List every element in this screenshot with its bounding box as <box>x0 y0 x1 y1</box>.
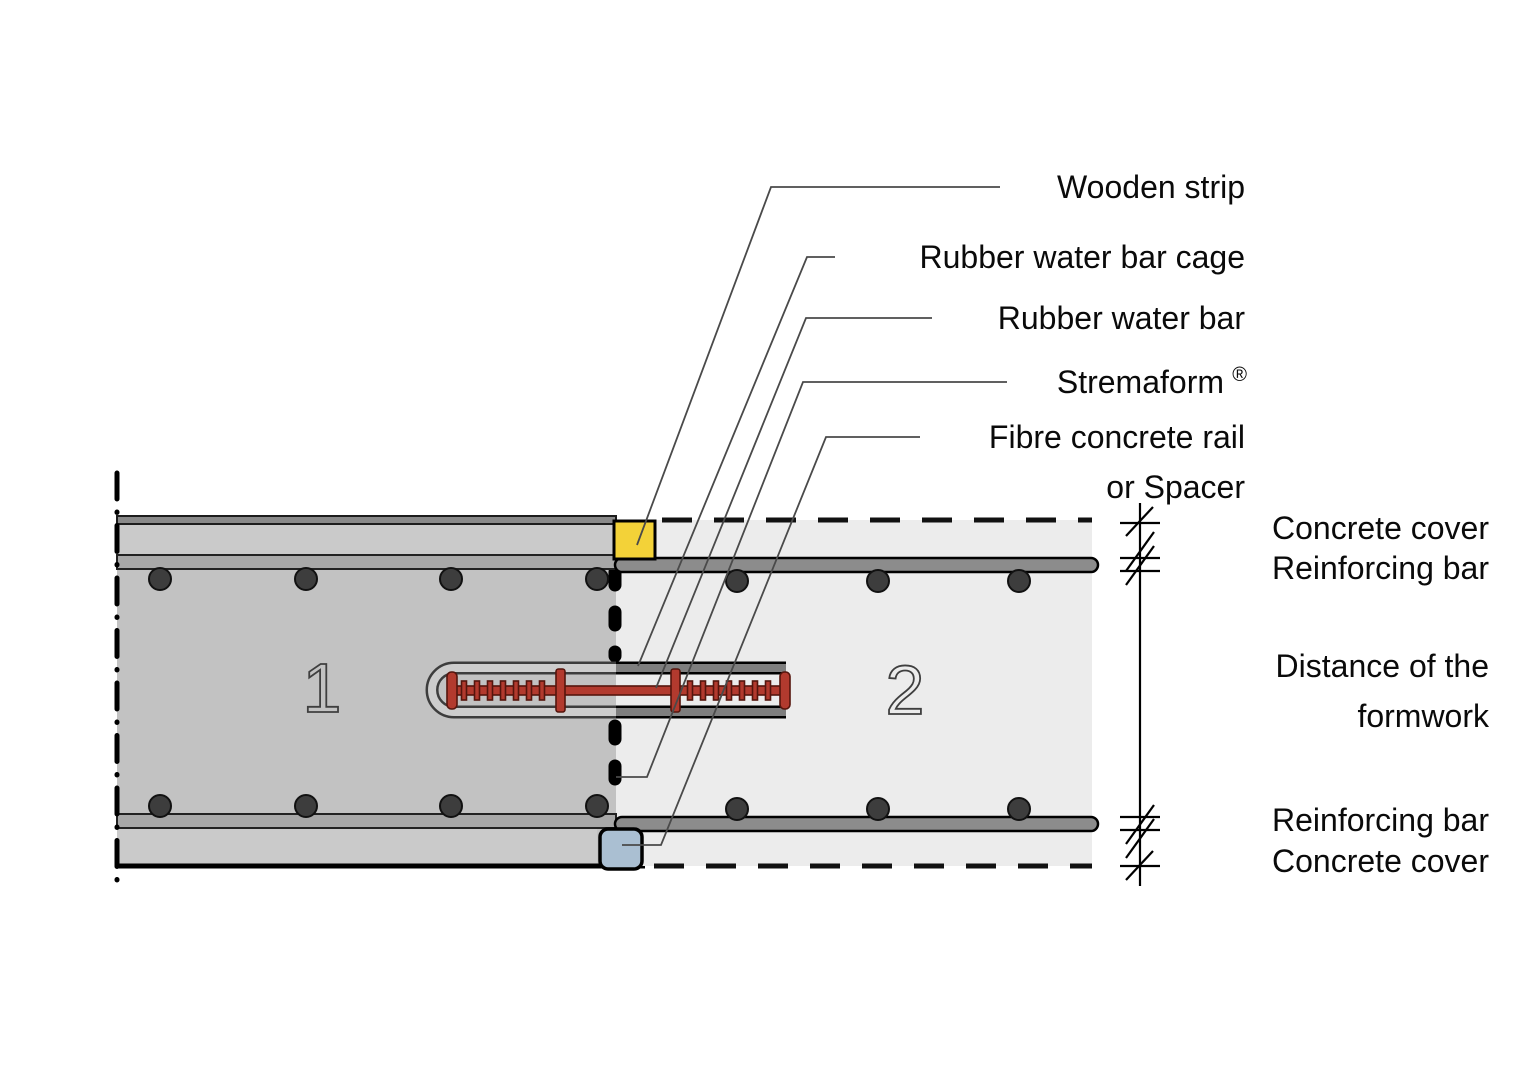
rebar-dot <box>585 794 609 818</box>
rebar-dot <box>148 794 172 818</box>
label-formwork: formwork <box>1357 698 1490 734</box>
rebar-dot <box>1007 569 1031 593</box>
cage-tube-left <box>428 664 786 716</box>
slab-1-top-cap <box>116 515 617 525</box>
label-wooden-strip: Wooden strip <box>1057 169 1245 205</box>
slab-1-top-cover <box>117 524 616 555</box>
rebar-dot <box>439 794 463 818</box>
top-rebar-right <box>613 556 1100 574</box>
label-stremaform: Stremaform <box>1057 364 1224 400</box>
water-bar-ribs <box>460 680 772 701</box>
rebar-cross-section-dots <box>148 567 1031 821</box>
bottom-rebar-right <box>613 815 1100 833</box>
tick-top-cover-slash <box>1125 506 1154 537</box>
water-bar-end-bulb <box>779 671 791 710</box>
water-bar-mid-rib <box>555 668 566 713</box>
rebar-dot <box>1007 797 1031 821</box>
section-number-2: 2 <box>886 651 925 729</box>
label-or-spacer: or Spacer <box>1106 469 1245 505</box>
section-number-1: 1 <box>303 649 342 727</box>
slab-1-bottom-cover <box>117 829 597 865</box>
rebar-dot <box>148 567 172 591</box>
label-rubber-water-bar: Rubber water bar <box>998 300 1246 336</box>
label-fibre-concrete-rail: Fibre concrete rail <box>989 419 1245 455</box>
rebar-dot <box>866 797 890 821</box>
rebar-dot <box>866 569 890 593</box>
leader-wooden-strip <box>636 186 1000 546</box>
tick-bottom-rebar-slash-a <box>1125 804 1155 845</box>
part-labels: Wooden strip Rubber water bar cage Rubbe… <box>919 169 1247 505</box>
bottom-rebar-left <box>116 813 617 829</box>
label-concrete-cover-top: Concrete cover <box>1272 510 1489 546</box>
reinforcing-bars <box>116 554 1100 833</box>
rubber-water-bar-cage <box>425 661 786 719</box>
fibre-concrete-rail-spacer <box>598 827 644 871</box>
rebar-dot <box>725 569 749 593</box>
top-rebar-left <box>116 554 617 570</box>
wooden-strip <box>612 519 657 561</box>
tick-bottom-cover-slash <box>1125 850 1154 881</box>
tick-bottom-rebar-slash-b <box>1125 818 1155 859</box>
rebar-dot <box>294 567 318 591</box>
label-distance-of-the: Distance of the <box>1276 648 1489 684</box>
label-stremaform-registered-mark: ® <box>1232 364 1247 386</box>
leader-rubber-water-bar <box>655 317 932 689</box>
label-reinforcing-bar-top: Reinforcing bar <box>1272 550 1489 586</box>
label-rubber-water-bar-cage: Rubber water bar cage <box>919 239 1245 275</box>
label-concrete-cover-bottom: Concrete cover <box>1272 843 1489 879</box>
rebar-dot <box>725 797 749 821</box>
rebar-dot <box>294 794 318 818</box>
dimension-labels: Concrete cover Reinforcing bar Distance … <box>1272 510 1490 879</box>
tick-top-rebar-slash-a <box>1125 545 1155 586</box>
leader-stremaform <box>616 381 1007 778</box>
leader-fibre-concrete-rail <box>622 436 920 846</box>
dimension-line <box>1120 503 1160 886</box>
rebar-dot <box>585 567 609 591</box>
label-reinforcing-bar-bottom: Reinforcing bar <box>1272 802 1489 838</box>
water-bar-end-bulb <box>446 671 458 710</box>
leader-rubber-water-bar-cage <box>637 256 835 667</box>
leader-lines <box>616 186 1007 846</box>
rebar-dot <box>439 567 463 591</box>
tick-top-rebar-slash-b <box>1125 531 1155 572</box>
